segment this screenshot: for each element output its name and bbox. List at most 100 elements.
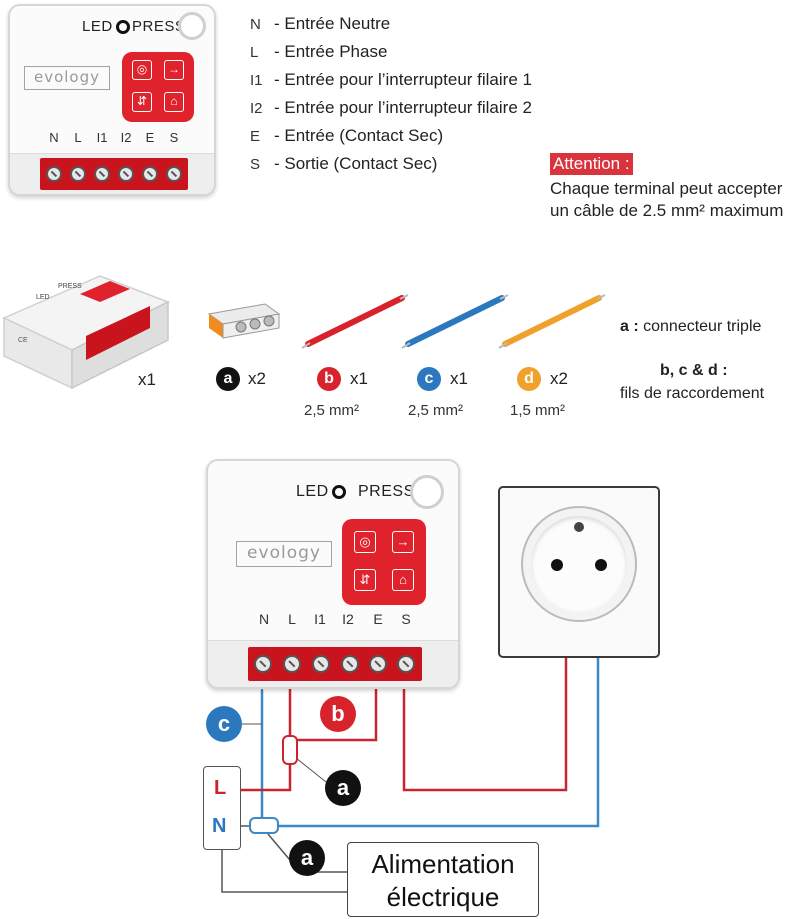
screw-s xyxy=(166,166,182,182)
badge-c: c xyxy=(417,367,441,391)
legend-row-s: S - Sortie (Contact Sec) xyxy=(250,154,437,174)
press-label: PRESS xyxy=(132,18,186,35)
legend-row-l: L - Entrée Phase xyxy=(250,42,387,62)
scene-icon: ◎ xyxy=(354,531,376,553)
terminal-label-e: E xyxy=(145,130,155,145)
legend-text: - Entrée pour l’interrupteur filaire 1 xyxy=(274,70,532,89)
garage-icon: ⌂ xyxy=(392,569,414,591)
legend-text: - Entrée Neutre xyxy=(274,14,391,33)
legend-row-e: E - Entrée (Contact Sec) xyxy=(250,126,443,146)
terminal-label-e: E xyxy=(373,611,383,627)
gauge-c: 2,5 mm² xyxy=(408,402,464,419)
outlet-earth-pin xyxy=(574,522,584,532)
note-a-key: a : xyxy=(620,318,639,335)
terminal-label-l: L xyxy=(288,611,296,627)
legend-key: I1 xyxy=(250,72,263,89)
exit-icon: → xyxy=(164,60,184,80)
legend-key: L xyxy=(250,44,259,61)
qty-c: x1 xyxy=(450,369,468,388)
badge-b: b xyxy=(317,367,341,391)
legend-row-n: N - Entrée Neutre xyxy=(250,14,390,34)
relay-icon: ⇵ xyxy=(354,569,376,591)
wire-d-image xyxy=(498,294,606,349)
module-wiring-view: LED PRESS evology ◎ → ⇵ ⌂ N L I1 I2 E S xyxy=(206,459,460,689)
outlet-face xyxy=(531,516,627,612)
qty-a: x2 xyxy=(248,369,266,388)
terminal-label-l: L xyxy=(74,130,82,145)
badge-a: a xyxy=(216,367,240,391)
gauge-d: 1,5 mm² xyxy=(510,402,566,419)
legend-text: - Sortie (Contact Sec) xyxy=(274,154,438,173)
outlet-ring xyxy=(521,506,637,622)
note-a-text: connecteur triple xyxy=(638,318,762,335)
wire-b-image xyxy=(301,294,409,349)
qty-b: x1 xyxy=(350,369,368,388)
screw-n xyxy=(254,655,272,673)
screw-l xyxy=(283,655,301,673)
badge-c-wire: c xyxy=(206,706,242,742)
terminal-label-n: N xyxy=(49,130,59,145)
screw-e xyxy=(369,655,387,673)
gauge-b: 2,5 mm² xyxy=(304,402,360,419)
screw-s xyxy=(397,655,415,673)
terminal-label-s: S xyxy=(169,130,179,145)
legend-text: - Entrée pour l’interrupteur filaire 2 xyxy=(274,98,532,117)
power-label-line1: Alimentation xyxy=(371,849,515,879)
led-indicator-icon xyxy=(331,484,346,499)
power-label-line2: électrique xyxy=(386,882,500,912)
legend-key: S xyxy=(250,156,261,173)
legend-key: N xyxy=(250,16,261,33)
mains-n-label: N xyxy=(212,815,227,837)
relay-icon: ⇵ xyxy=(132,92,152,112)
attention-body: Chaque terminal peut accepter un câble d… xyxy=(550,179,784,220)
note-bcd-key: b, c & d : xyxy=(660,362,728,379)
brand-logo: evology xyxy=(24,66,110,90)
scene-icon: ◎ xyxy=(132,60,152,80)
legend-text: - Entrée (Contact Sec) xyxy=(274,126,444,145)
screw-i1 xyxy=(94,166,110,182)
badge-a-connector-2: a xyxy=(289,840,325,876)
outlet-socket-right xyxy=(595,559,607,571)
led-label: LED xyxy=(296,483,346,501)
garage-icon: ⌂ xyxy=(164,92,184,112)
terminal-block xyxy=(40,158,188,190)
wire-c-image xyxy=(401,294,509,349)
screw-i2 xyxy=(118,166,134,182)
terminal-label-i1: I1 xyxy=(314,611,326,627)
note-bcd-text: fils de raccordement xyxy=(620,385,765,402)
exit-icon: → xyxy=(392,531,414,553)
press-button[interactable] xyxy=(178,12,206,40)
badge-b-wire: b xyxy=(320,696,356,732)
screw-l xyxy=(70,166,86,182)
legend-key: E xyxy=(250,128,261,145)
legend-row-i2: I2 - Entrée pour l’interrupteur filaire 2 xyxy=(250,98,532,118)
terminal-label-i2: I2 xyxy=(120,130,132,145)
module-qty: x1 xyxy=(138,370,156,389)
screw-n xyxy=(46,166,62,182)
press-label: PRESS xyxy=(358,483,415,500)
screw-i1 xyxy=(312,655,330,673)
terminal-label-n: N xyxy=(258,611,270,627)
led-indicator-icon xyxy=(115,20,130,35)
badge-d: d xyxy=(517,367,541,391)
wall-outlet xyxy=(498,486,660,658)
legend-text: - Entrée Phase xyxy=(274,42,388,61)
qty-d: x2 xyxy=(550,369,568,388)
outlet-socket-left xyxy=(551,559,563,571)
terminal-block xyxy=(248,647,422,681)
triple-connector-image xyxy=(207,303,281,339)
led-label: LED xyxy=(82,18,130,35)
terminal-label-i1: I1 xyxy=(96,130,108,145)
brand-logo: evology xyxy=(236,541,332,567)
function-keypad: ◎ → ⇵ ⌂ xyxy=(342,519,426,605)
terminal-label-i2: I2 xyxy=(342,611,354,627)
mains-l-label: L xyxy=(214,777,227,799)
terminal-label-s: S xyxy=(401,611,411,627)
svg-text:CE: CE xyxy=(18,337,28,344)
function-keypad: ◎ → ⇵ ⌂ xyxy=(122,52,194,122)
legend-key: I2 xyxy=(250,100,263,117)
legend-row-i1: I1 - Entrée pour l’interrupteur filaire 1 xyxy=(250,70,532,90)
press-button[interactable] xyxy=(410,475,444,509)
svg-text:LED: LED xyxy=(36,294,50,301)
